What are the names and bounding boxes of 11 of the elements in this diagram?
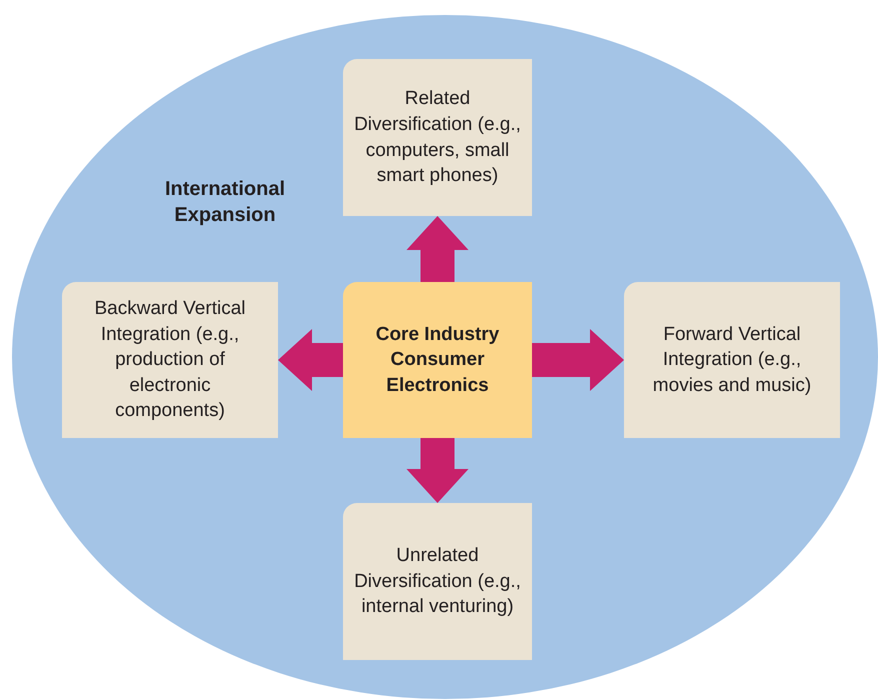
block-arrow	[406, 438, 468, 503]
strategy-box: Unrelated Diversification (e.g., internal venturing)	[343, 503, 532, 660]
strategy-box: Backward Vertical Integration (e.g., production of electronic components)	[62, 282, 278, 438]
block-arrow	[278, 329, 343, 391]
block-arrow	[406, 216, 468, 282]
core-box: Core Industry Consumer Electronics	[343, 282, 532, 438]
strategy-box: Related Diversification (e.g., computers, small smart phones)	[343, 59, 532, 216]
strategy-box: Forward Vertical Integration (e.g., movies and music)	[624, 282, 840, 438]
expansion-ellipse	[12, 15, 878, 699]
block-arrow	[532, 329, 624, 391]
heading-label: International Expansion	[164, 177, 286, 228]
